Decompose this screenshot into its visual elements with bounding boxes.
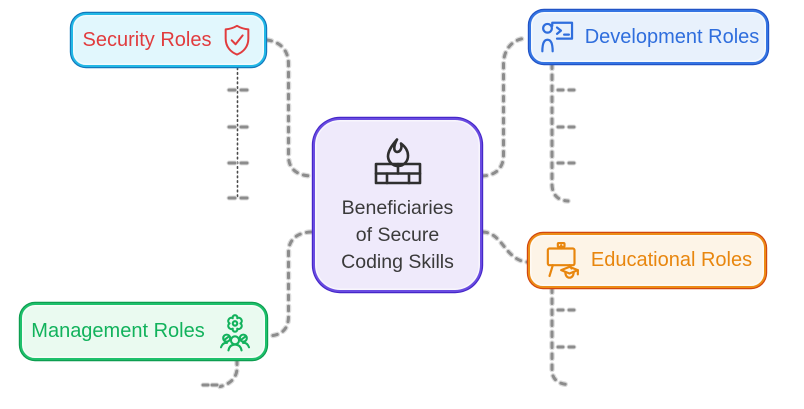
center-label-line-3: Coding Skills bbox=[341, 250, 454, 273]
node-educational-roles: Educational Roles bbox=[528, 233, 766, 288]
center-label-line-2: of Secure bbox=[355, 223, 440, 246]
branch-line-educational-down bbox=[549, 285, 577, 388]
developer-screen-icon bbox=[538, 18, 576, 56]
node-label-development-roles: Development Roles bbox=[584, 25, 760, 48]
firewall-icon bbox=[370, 137, 426, 189]
teaching-easel-icon bbox=[542, 241, 582, 281]
branch-line-security-down bbox=[226, 67, 250, 201]
shield-check-icon bbox=[220, 22, 254, 58]
node-label-educational-roles: Educational Roles bbox=[590, 249, 753, 271]
node-label-security-roles: Security Roles bbox=[82, 28, 212, 51]
edge-center-to-educational bbox=[480, 229, 530, 265]
edge-center-to-development bbox=[479, 35, 531, 179]
team-gear-icon bbox=[214, 311, 256, 353]
node-development-roles: Development Roles bbox=[529, 10, 768, 64]
node-security-roles: Security Roles bbox=[71, 13, 266, 67]
center-label-line-1: Beneficiaries bbox=[341, 196, 454, 219]
branch-line-development-down bbox=[549, 61, 577, 204]
edge-center-to-management bbox=[265, 229, 314, 339]
center-node-label: Beneficiaries of Secure Coding Skills bbox=[341, 195, 454, 276]
node-management-roles: Management Roles bbox=[20, 303, 267, 360]
edge-security-to-center bbox=[264, 37, 314, 179]
node-beneficiaries-center: Beneficiaries of Secure Coding Skills bbox=[313, 118, 482, 292]
branch-line-management-down bbox=[200, 357, 240, 390]
node-label-management-roles: Management Roles bbox=[31, 320, 205, 342]
